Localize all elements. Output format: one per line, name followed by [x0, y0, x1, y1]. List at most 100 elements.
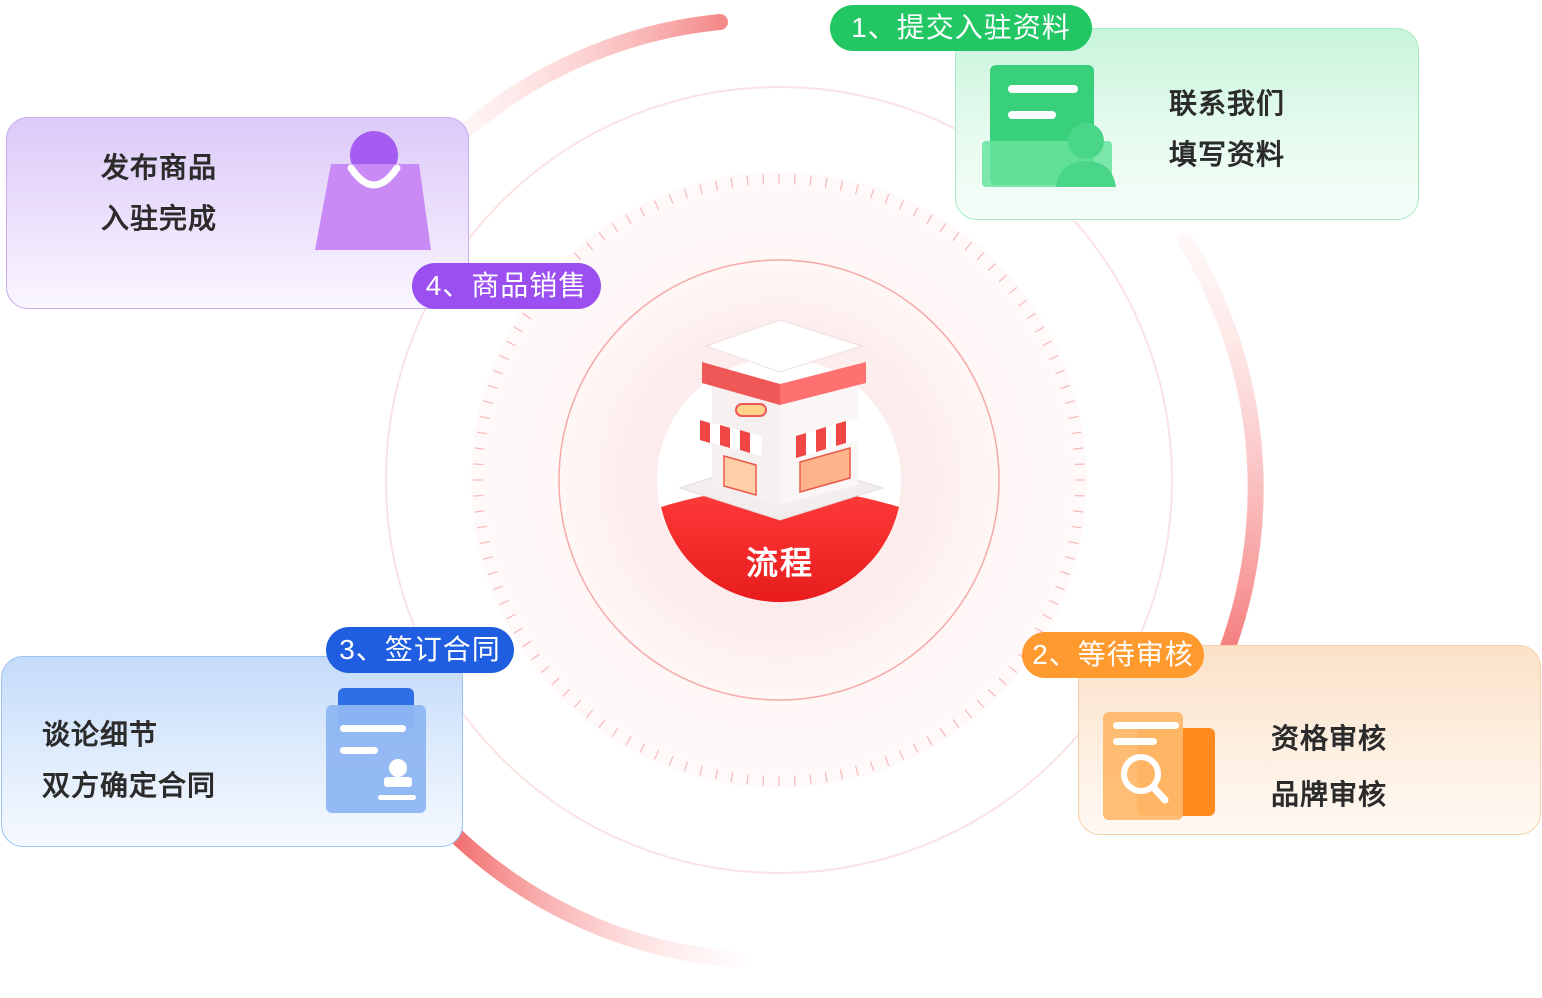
- step-3-text: 谈论细节 双方确定合同: [42, 709, 216, 811]
- dial-tick: [506, 340, 516, 347]
- dial-tick: [839, 769, 844, 780]
- dial-tick: [1068, 540, 1079, 545]
- step-1-pill: 1、提交入驻资料: [830, 5, 1092, 51]
- dial-tick: [585, 241, 594, 251]
- dial-tick: [939, 223, 947, 233]
- dial-tick: [473, 463, 484, 466]
- dial-tick: [912, 743, 919, 753]
- dial-tick: [479, 540, 490, 545]
- dial-tick: [540, 665, 550, 674]
- dial-ticks: [473, 174, 1085, 786]
- dial-tick: [809, 175, 812, 186]
- contract-stamp-icon: [326, 688, 426, 813]
- dial-tick: [474, 510, 485, 513]
- dial-tick: [1074, 494, 1085, 497]
- dial-tick: [1008, 286, 1018, 295]
- dial-tick: [513, 326, 523, 333]
- dial-tick: [668, 194, 674, 204]
- dial-tick: [585, 709, 594, 719]
- dial-tick: [683, 761, 689, 772]
- dial-tick: [926, 736, 933, 746]
- dial-tick: [1071, 525, 1082, 529]
- dial-tick: [898, 200, 905, 210]
- dial-tick: [1055, 585, 1065, 591]
- dial-tick: [598, 719, 606, 728]
- step-3-line-2: 双方确定合同: [42, 770, 217, 801]
- dial-tick: [1073, 510, 1084, 513]
- dial-tick: [884, 756, 890, 766]
- dial-tick: [762, 775, 765, 786]
- dial-tick: [493, 369, 503, 375]
- dial-tick: [506, 613, 516, 620]
- dial-tick: [976, 699, 985, 708]
- dial-tick: [839, 180, 844, 191]
- step-1-line-1: 联系我们: [1169, 88, 1286, 119]
- dial-tick: [499, 599, 509, 606]
- dial-tick: [1071, 431, 1082, 435]
- dial-tick: [625, 736, 632, 746]
- dial-tick: [1042, 340, 1052, 347]
- dial-tick: [625, 214, 632, 224]
- dial-tick: [1008, 665, 1018, 674]
- dial-tick: [884, 194, 890, 204]
- dial-tick: [493, 585, 503, 591]
- step-2-line-1: 资格审核: [1271, 723, 1388, 754]
- dial-tick: [869, 188, 875, 199]
- dial-tick: [499, 354, 509, 361]
- step-3-line-1: 谈论细节: [42, 719, 159, 750]
- dial-tick: [1018, 299, 1027, 307]
- step-4-line-2: 入驻完成: [101, 203, 218, 234]
- step-3-pill: 3、签订合同: [326, 627, 514, 673]
- dial-tick: [869, 761, 875, 772]
- dial-tick: [531, 653, 540, 661]
- dial-tick: [1073, 447, 1084, 450]
- dial-tick: [824, 177, 828, 188]
- dial-tick: [1035, 326, 1045, 333]
- dial-tick: [483, 556, 494, 560]
- dial-tick: [746, 774, 749, 785]
- dial-tick: [1042, 613, 1052, 620]
- step-4-line-1: 发布商品: [101, 152, 218, 183]
- dial-tick: [699, 184, 703, 195]
- shopping-bag-icon: [315, 131, 431, 250]
- dial-tick: [714, 769, 719, 780]
- dial-tick: [522, 312, 532, 320]
- dial-tick: [683, 188, 689, 199]
- dial-tick: [611, 223, 619, 233]
- dial-tick: [987, 263, 996, 272]
- dial-tick: [1074, 463, 1085, 466]
- dial-tick: [762, 174, 765, 185]
- dial-tick: [479, 415, 490, 420]
- dial-tick: [912, 207, 919, 217]
- dial-tick: [998, 677, 1007, 686]
- dial-tick: [487, 570, 498, 576]
- step-1-line-2: 填写资料: [1169, 139, 1286, 170]
- dial-tick: [898, 750, 905, 760]
- step-2-card: 资格审核 品牌审核: [1078, 645, 1541, 835]
- dial-tick: [939, 727, 947, 737]
- dial-tick: [573, 252, 582, 261]
- dial-tick: [730, 177, 734, 188]
- dial-tick: [474, 447, 485, 450]
- step-2-line-2: 品牌审核: [1271, 779, 1388, 810]
- dial-tick: [952, 232, 960, 241]
- dial-tick: [730, 772, 734, 783]
- dial-tick: [1049, 354, 1059, 361]
- dial-tick: [793, 775, 796, 786]
- dial-tick: [809, 774, 812, 785]
- step-2-pill: 2、等待审核: [1022, 632, 1204, 678]
- dial-tick: [1060, 570, 1071, 576]
- dial-tick: [793, 174, 796, 185]
- dial-tick: [1055, 369, 1065, 375]
- dial-tick: [639, 743, 646, 753]
- dial-tick: [976, 252, 985, 261]
- dial-tick: [1064, 400, 1075, 404]
- dial-tick: [562, 688, 571, 697]
- step-1-card: 联系我们 填写资料: [955, 28, 1419, 220]
- dial-tick: [1060, 384, 1071, 390]
- dial-tick: [964, 709, 973, 719]
- dial-tick: [598, 232, 606, 241]
- step-3-card: 谈论细节 双方确定合同: [1, 656, 463, 847]
- arc-right: [1177, 232, 1264, 698]
